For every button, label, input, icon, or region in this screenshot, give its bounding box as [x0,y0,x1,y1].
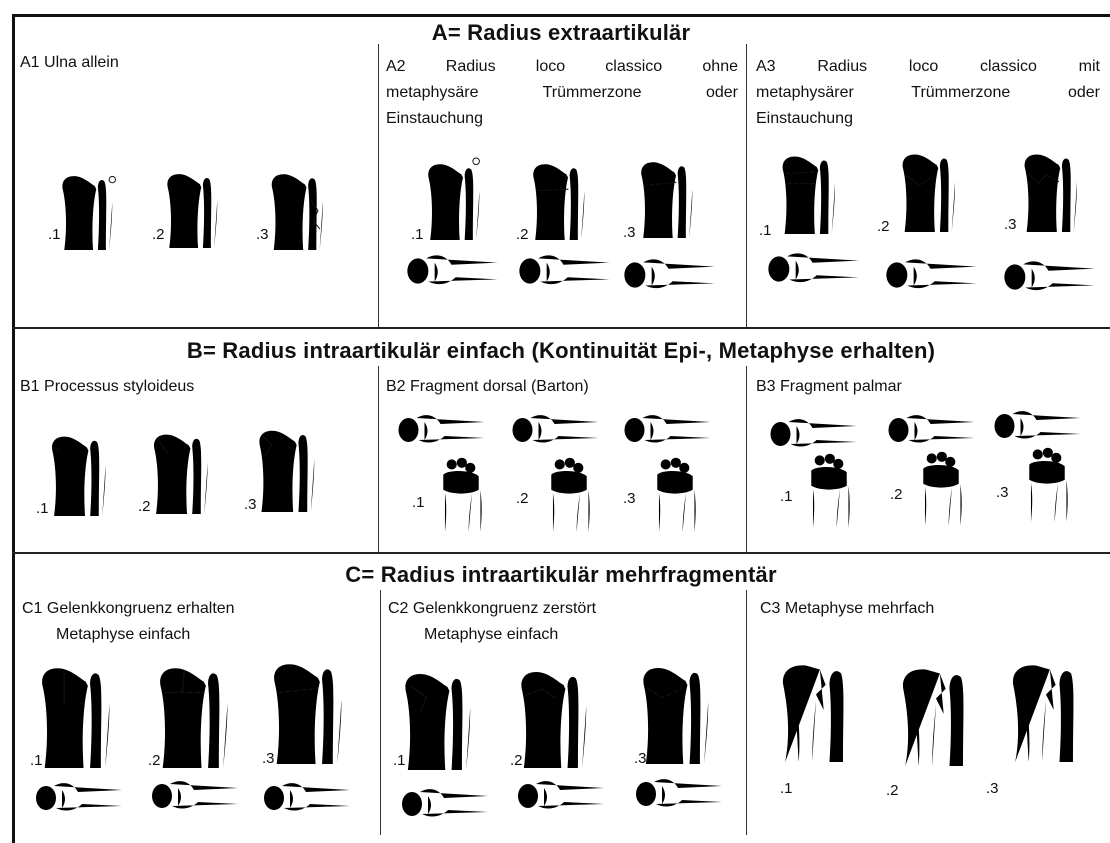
c1-1-lateral-drawing [34,778,124,818]
b2-1-lateral-drawing [394,410,489,450]
c1-3-lateral-drawing [262,778,352,818]
cell-a1-label-line-1: A1 Ulna allein [20,50,360,76]
b3-2-lateral-drawing [884,410,979,450]
a3-3-bone-drawing [1012,148,1090,232]
b3-2-carpal-drawing [906,450,976,526]
c3-index-1: .1 [780,780,793,797]
b2-3-lateral-drawing [620,410,715,450]
b3-1-carpal-drawing [794,452,864,528]
a1-2-bone-drawing [155,168,230,248]
c1-3-bone-drawing [270,656,346,764]
a3-index-2: .2 [877,218,890,235]
b2-index-1: .1 [412,494,425,511]
a3-1-bone-drawing [770,150,848,234]
b2-3-carpal-drawing [640,456,710,532]
c1-2-bone-drawing [156,660,232,768]
cell-c3-label: C3 Metaphyse mehrfach [760,596,934,622]
section-a-title: A= Radius extraartikulär [12,20,1110,46]
a3-1-lateral-drawing [766,248,861,290]
cell-b1-label-line-1: B1 Processus styloideus [20,374,194,400]
c2-1-lateral-drawing [400,784,490,824]
a2-3-lateral-drawing [622,254,717,296]
b3-index-3: .3 [996,484,1009,501]
cell-b3-label: B3 Fragment palmar [756,374,902,400]
cell-b2-label: B2 Fragment dorsal (Barton) [386,374,589,400]
a3-3-lateral-drawing [1002,256,1097,298]
divider-c-col1 [380,590,381,835]
b3-1-lateral-drawing [766,414,861,454]
c1-2-lateral-drawing [150,776,240,816]
cell-a3-label-line-2: metaphysärer Trümmerzone oder [756,80,1100,106]
b3-3-carpal-drawing [1012,446,1082,522]
cell-a3-label-line-3: Einstauchung [756,106,1100,132]
c2-3-lateral-drawing [634,774,724,814]
b2-1-carpal-drawing [426,456,496,532]
divider-b-col2 [746,366,747,552]
a1-3-bone-drawing [260,168,335,250]
c3-1-bone-drawing [776,656,856,762]
c3-index-2: .2 [886,782,899,799]
b1-3-bone-drawing [248,424,326,512]
cell-c2-label-line-1: C2 Gelenkkongruenz zerstört [388,596,596,622]
cell-b2-label-line-1: B2 Fragment dorsal (Barton) [386,374,589,400]
b3-index-2: .2 [890,486,903,503]
b2-2-carpal-drawing [534,456,604,532]
c2-2-bone-drawing [516,664,592,768]
c2-3-bone-drawing [638,660,714,764]
cell-a3-label: A3 Radius loco classico mit metaphysärer… [756,54,1100,132]
c2-2-lateral-drawing [516,776,606,816]
b1-2-bone-drawing [142,428,220,514]
a2-1-lateral-drawing [405,250,500,292]
section-b-title: B= Radius intraartikulär einfach (Kontin… [12,338,1110,364]
a2-3-bone-drawing [628,156,706,238]
divider-b-col1 [378,366,379,552]
c2-1-bone-drawing [400,666,476,770]
cell-c3-label-line-1: C3 Metaphyse mehrfach [760,596,934,622]
cell-a3-label-line-1: A3 Radius loco classico mit [756,54,1100,80]
a1-1-bone-drawing [50,170,125,250]
section-c-title: C= Radius intraartikulär mehrfragmentär [12,562,1110,588]
a2-1-bone-drawing [415,158,493,240]
cell-c1-label-line-2: Metaphyse einfach [22,622,235,648]
cell-b1-label: B1 Processus styloideus [20,374,194,400]
cell-c2-label: C2 Gelenkkongruenz zerstört Metaphyse ei… [388,596,596,648]
a3-2-bone-drawing [890,148,968,232]
cell-c2-label-line-2: Metaphyse einfach [388,622,596,648]
b3-3-lateral-drawing [990,406,1085,446]
cell-a2-label-line-2: metaphysäre Trümmerzone oder [386,80,738,106]
cell-c1-label-line-1: C1 Gelenkkongruenz erhalten [22,596,235,622]
b2-index-3: .3 [623,490,636,507]
b2-2-lateral-drawing [508,410,603,450]
divider-b-c [12,552,1110,554]
c3-2-bone-drawing [896,660,976,766]
a2-2-lateral-drawing [517,250,612,292]
b3-index-1: .1 [780,488,793,505]
cell-a2-label-line-1: A2 Radius loco classico ohne [386,54,738,80]
c1-1-bone-drawing [38,660,114,768]
a3-2-lateral-drawing [884,254,979,296]
divider-a-b [12,327,1110,329]
cell-a2-label-line-3: Einstauchung [386,106,738,132]
b1-1-bone-drawing [40,430,118,516]
divider-c-col2 [746,590,747,835]
cell-a2-label: A2 Radius loco classico ohne metaphysäre… [386,54,738,132]
divider-a-col1 [378,44,379,327]
cell-b3-label-line-1: B3 Fragment palmar [756,374,902,400]
cell-a1-label: A1 Ulna allein [20,50,360,76]
c3-3-bone-drawing [1006,656,1086,762]
divider-a-col2 [746,44,747,327]
a2-2-bone-drawing [520,158,598,240]
cell-c1-label: C1 Gelenkkongruenz erhalten Metaphyse ei… [22,596,235,648]
c3-index-3: .3 [986,780,999,797]
b2-index-2: .2 [516,490,529,507]
